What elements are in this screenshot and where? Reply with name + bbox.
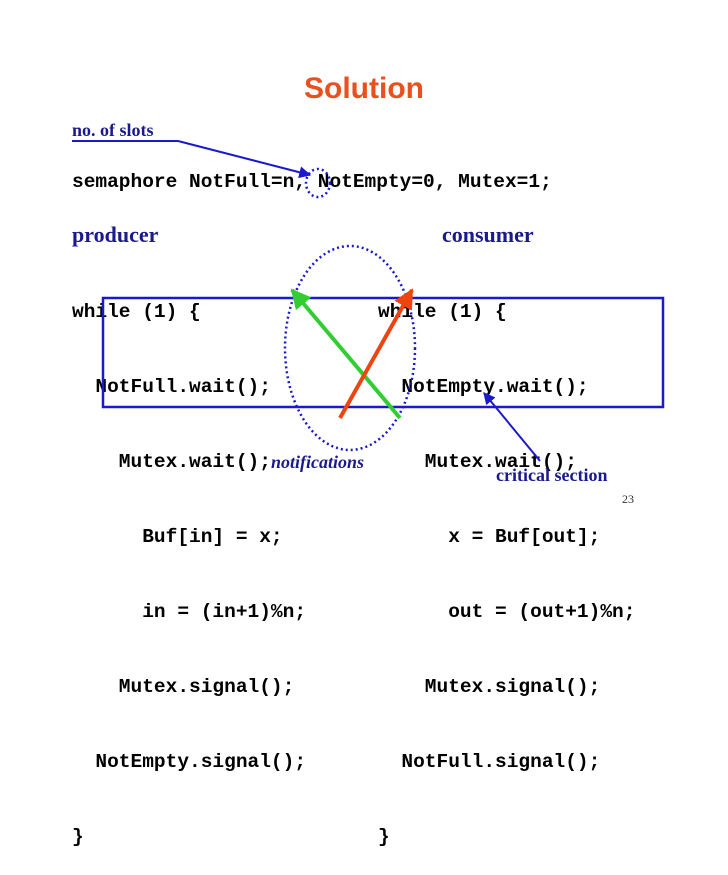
- critical-section-label: critical section: [496, 465, 608, 485]
- annotation-overlay: [72, 140, 665, 462]
- producer-line: while (1) {: [72, 301, 201, 323]
- green-arrow: [290, 288, 402, 420]
- producer-line: in = (in+1)%n;: [72, 601, 307, 623]
- producer-line: Buf[in] = x;: [72, 526, 283, 548]
- producer-line: NotFull.wait();: [72, 376, 271, 398]
- producer-line: Mutex.wait();: [72, 451, 271, 473]
- page-number: 23: [622, 492, 634, 506]
- slots-arrow: [177, 140, 312, 179]
- consumer-line: NotEmpty.wait();: [378, 376, 589, 398]
- consumer-label: consumer: [442, 222, 534, 247]
- consumer-line: Mutex.wait();: [378, 451, 577, 473]
- slots-annotation: no. of slots: [72, 120, 154, 140]
- semaphore-declaration: semaphore NotFull=n, NotEmpty=0, Mutex=1…: [72, 171, 552, 193]
- producer-line: NotEmpty.signal();: [72, 751, 307, 773]
- consumer-line: }: [378, 826, 390, 848]
- slide-title: Solution: [304, 72, 424, 105]
- producer-line: }: [72, 826, 84, 848]
- consumer-line: x = Buf[out];: [378, 526, 601, 548]
- consumer-line: NotFull.signal();: [378, 751, 601, 773]
- producer-label: producer: [72, 222, 159, 247]
- consumer-line: Mutex.signal();: [378, 676, 601, 698]
- notifications-label: notifications: [271, 452, 365, 472]
- producer-line: Mutex.signal();: [72, 676, 295, 698]
- orange-arrow: [338, 288, 414, 419]
- notifications-ellipse: [283, 244, 417, 452]
- consumer-line: while (1) {: [378, 301, 507, 323]
- n-highlight-circle: [304, 167, 332, 199]
- critical-section-box: [101, 296, 665, 409]
- consumer-line: out = (out+1)%n;: [378, 601, 636, 623]
- critical-section-arrow: [483, 392, 541, 462]
